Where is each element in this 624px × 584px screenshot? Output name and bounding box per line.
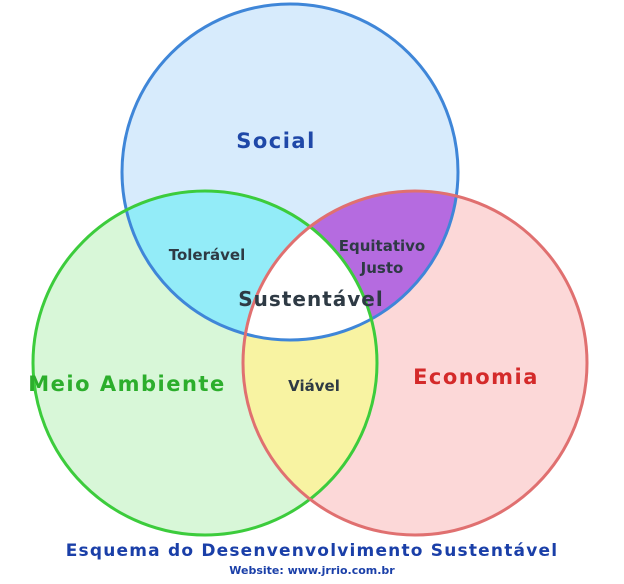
website-caption: Website: www.jrrio.com.br <box>229 564 395 577</box>
sustainable-region <box>243 191 377 340</box>
just-label: Justo <box>360 259 404 277</box>
meio-ambiente-label: Meio Ambiente <box>28 372 225 396</box>
viable-label: Viável <box>288 377 340 395</box>
social-circle-outline <box>120 2 460 342</box>
social-label: Social <box>236 129 316 153</box>
sustainable-label: Sustentável <box>238 287 383 311</box>
economia-label: Economia <box>413 365 539 389</box>
equitable-label: Equitativo <box>339 237 426 255</box>
economia-circle-outline <box>241 189 589 537</box>
meio-ambiente-circle-outline <box>31 189 379 537</box>
diagram-caption-title: Esquema do Desenvenvolvimento Sustentáve… <box>65 541 559 561</box>
tolerable-label: Tolerável <box>169 246 245 264</box>
